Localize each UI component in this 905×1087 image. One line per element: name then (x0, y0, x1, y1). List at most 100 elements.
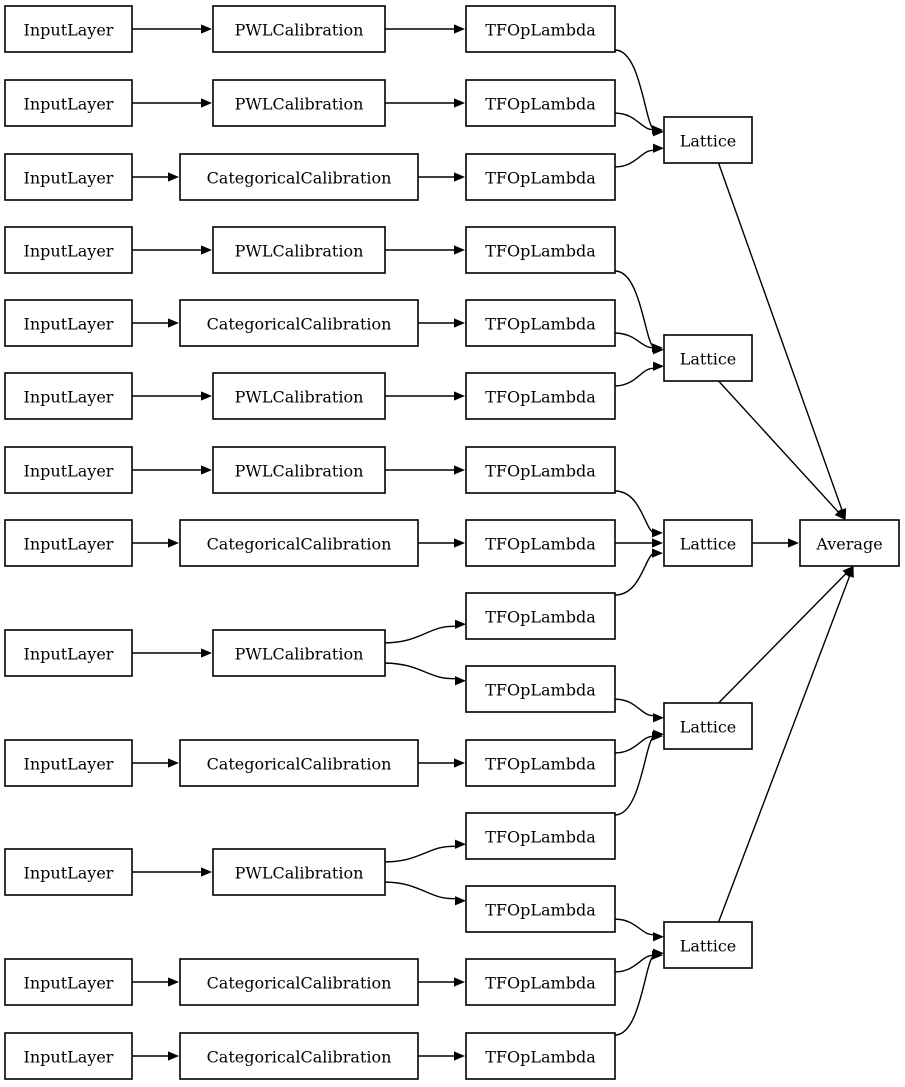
node-pwlcalibration-cal4[interactable]: PWLCalibration (212, 226, 386, 274)
node-lattice-lat4[interactable]: Lattice (663, 702, 753, 750)
node-pwlcalibration-cal7[interactable]: PWLCalibration (212, 446, 386, 494)
node-input-layer-in11[interactable]: InputLayer (4, 848, 133, 896)
node-box[interactable] (4, 372, 133, 420)
node-box[interactable] (663, 921, 753, 969)
node-label: CategoricalCalibration (207, 169, 392, 188)
node-categorical-calibration-cal12[interactable]: CategoricalCalibration (179, 958, 419, 1006)
node-pwlcalibration-cal9[interactable]: PWLCalibration (212, 629, 386, 677)
node-box[interactable] (179, 153, 419, 201)
node-input-layer-in4[interactable]: InputLayer (4, 226, 133, 274)
node-box[interactable] (212, 446, 386, 494)
node-box[interactable] (465, 885, 616, 933)
node-box[interactable] (179, 1032, 419, 1080)
node-box[interactable] (663, 702, 753, 750)
node-input-layer-in7[interactable]: InputLayer (4, 446, 133, 494)
node-box[interactable] (799, 519, 900, 567)
node-box[interactable] (465, 299, 616, 347)
node-tfop-lambda-lam9[interactable]: TFOpLambda (465, 592, 616, 640)
node-box[interactable] (179, 958, 419, 1006)
node-box[interactable] (179, 519, 419, 567)
node-box[interactable] (465, 812, 616, 860)
node-input-layer-in6[interactable]: InputLayer (4, 372, 133, 420)
node-box[interactable] (4, 1032, 133, 1080)
node-categorical-calibration-cal10[interactable]: CategoricalCalibration (179, 739, 419, 787)
node-box[interactable] (212, 372, 386, 420)
node-average-avg[interactable]: Average (799, 519, 900, 567)
node-box[interactable] (212, 226, 386, 274)
node-box[interactable] (4, 446, 133, 494)
node-pwlcalibration-cal6[interactable]: PWLCalibration (212, 372, 386, 420)
node-tfop-lambda-lam7[interactable]: TFOpLambda (465, 446, 616, 494)
node-input-layer-in10[interactable]: InputLayer (4, 739, 133, 787)
node-box[interactable] (4, 79, 133, 127)
node-box[interactable] (465, 226, 616, 274)
node-input-layer-in2[interactable]: InputLayer (4, 79, 133, 127)
node-box[interactable] (663, 116, 753, 164)
node-tfop-lambda-lam3[interactable]: TFOpLambda (465, 153, 616, 201)
node-box[interactable] (212, 79, 386, 127)
node-input-layer-in13[interactable]: InputLayer (4, 1032, 133, 1080)
node-box[interactable] (212, 5, 386, 53)
node-pwlcalibration-cal1[interactable]: PWLCalibration (212, 5, 386, 53)
node-box[interactable] (4, 299, 133, 347)
node-tfop-lambda-lam5[interactable]: TFOpLambda (465, 299, 616, 347)
node-tfop-lambda-lam13[interactable]: TFOpLambda (465, 885, 616, 933)
node-box[interactable] (4, 629, 133, 677)
node-box[interactable] (4, 848, 133, 896)
node-box[interactable] (465, 446, 616, 494)
node-input-layer-in5[interactable]: InputLayer (4, 299, 133, 347)
edge-lam7-to-lat3 (614, 490, 663, 538)
node-label: Lattice (680, 718, 737, 737)
edge-in3-to-cal3 (132, 172, 179, 182)
node-categorical-calibration-cal8[interactable]: CategoricalCalibration (179, 519, 419, 567)
node-input-layer-in1[interactable]: InputLayer (4, 5, 133, 53)
node-box[interactable] (465, 958, 616, 1006)
node-box[interactable] (465, 79, 616, 127)
node-tfop-lambda-lam2[interactable]: TFOpLambda (465, 79, 616, 127)
node-pwlcalibration-cal2[interactable]: PWLCalibration (212, 79, 386, 127)
node-box[interactable] (465, 739, 616, 787)
node-tfop-lambda-lam6[interactable]: TFOpLambda (465, 372, 616, 420)
node-tfop-lambda-lam8[interactable]: TFOpLambda (465, 519, 616, 567)
node-box[interactable] (663, 519, 753, 567)
node-box[interactable] (465, 665, 616, 713)
node-lattice-lat5[interactable]: Lattice (663, 921, 753, 969)
node-tfop-lambda-lam10[interactable]: TFOpLambda (465, 665, 616, 713)
node-lattice-lat2[interactable]: Lattice (663, 334, 753, 382)
node-box[interactable] (465, 372, 616, 420)
node-categorical-calibration-cal13[interactable]: CategoricalCalibration (179, 1032, 419, 1080)
edge-line (614, 149, 656, 168)
node-box[interactable] (212, 848, 386, 896)
node-box[interactable] (4, 519, 133, 567)
node-box[interactable] (4, 739, 133, 787)
node-box[interactable] (4, 226, 133, 274)
node-tfop-lambda-lam15[interactable]: TFOpLambda (465, 1032, 616, 1080)
node-categorical-calibration-cal3[interactable]: CategoricalCalibration (179, 153, 419, 201)
node-box[interactable] (465, 592, 616, 640)
node-categorical-calibration-cal5[interactable]: CategoricalCalibration (179, 299, 419, 347)
node-lattice-lat3[interactable]: Lattice (663, 519, 753, 567)
node-tfop-lambda-lam4[interactable]: TFOpLambda (465, 226, 616, 274)
node-tfop-lambda-lam12[interactable]: TFOpLambda (465, 812, 616, 860)
node-tfop-lambda-lam11[interactable]: TFOpLambda (465, 739, 616, 787)
node-box[interactable] (465, 153, 616, 201)
node-box[interactable] (179, 299, 419, 347)
node-box[interactable] (465, 1032, 616, 1080)
node-box[interactable] (179, 739, 419, 787)
node-tfop-lambda-lam14[interactable]: TFOpLambda (465, 958, 616, 1006)
node-box[interactable] (465, 5, 616, 53)
node-lattice-lat1[interactable]: Lattice (663, 116, 753, 164)
edge-lam8-to-lat3 (615, 538, 663, 548)
node-pwlcalibration-cal11[interactable]: PWLCalibration (212, 848, 386, 896)
node-box[interactable] (4, 5, 133, 53)
node-input-layer-in8[interactable]: InputLayer (4, 519, 133, 567)
node-input-layer-in9[interactable]: InputLayer (4, 629, 133, 677)
node-tfop-lambda-lam1[interactable]: TFOpLambda (465, 5, 616, 53)
node-box[interactable] (4, 153, 133, 201)
node-input-layer-in12[interactable]: InputLayer (4, 958, 133, 1006)
node-box[interactable] (465, 519, 616, 567)
node-input-layer-in3[interactable]: InputLayer (4, 153, 133, 201)
node-box[interactable] (663, 334, 753, 382)
node-box[interactable] (212, 629, 386, 677)
node-box[interactable] (4, 958, 133, 1006)
